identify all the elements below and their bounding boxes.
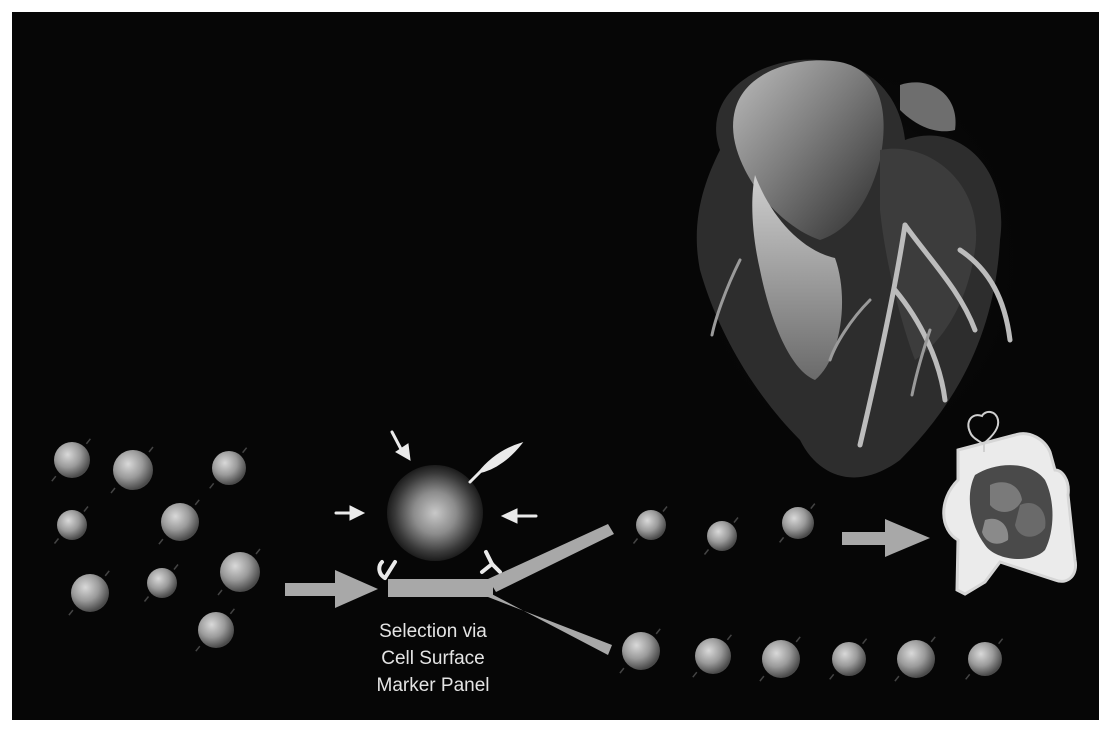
- selection-caption-line-2: Cell Surface: [381, 648, 485, 669]
- target-cell: [387, 465, 483, 561]
- selection-caption-line-1: Selection via: [379, 621, 487, 642]
- heart-angiogram-image: [660, 20, 1060, 500]
- selection-caption-line-3: Marker Panel: [377, 675, 490, 696]
